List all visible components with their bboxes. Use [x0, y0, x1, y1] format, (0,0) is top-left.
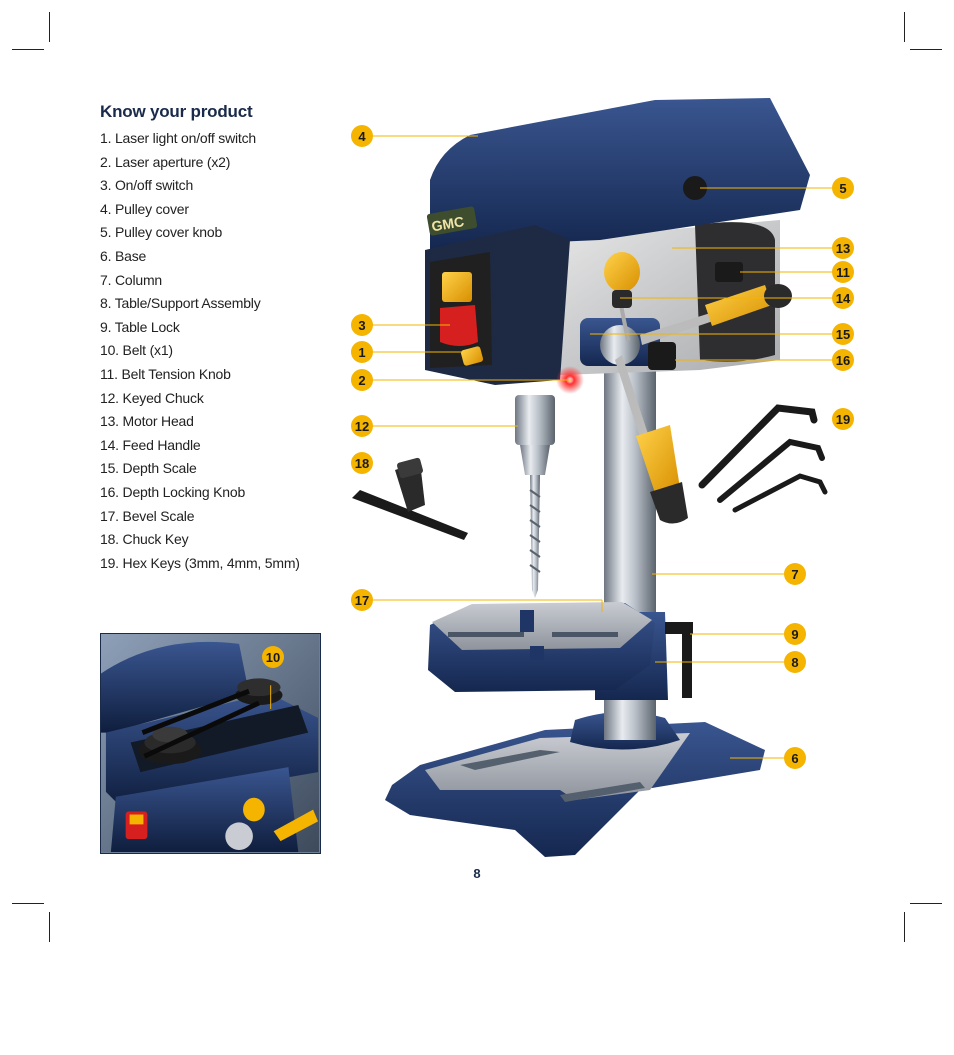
list-item: 15. Depth Scale [100, 460, 197, 477]
start-switch[interactable] [442, 272, 472, 302]
callout-4: 4 [351, 125, 373, 147]
list-item: 18. Chuck Key [100, 531, 189, 548]
brand-logo: GMC [430, 213, 465, 234]
callout-17: 17 [351, 589, 373, 611]
crop-mark [910, 903, 942, 904]
callout-10: 10 [262, 646, 284, 668]
crop-mark [49, 12, 50, 42]
belt-tension-knob[interactable] [715, 262, 743, 282]
belt-inset-photo: 10 [100, 633, 321, 854]
callout-16: 16 [832, 349, 854, 371]
callout-7: 7 [784, 563, 806, 585]
page-number: 8 [473, 866, 481, 881]
callout-8: 8 [784, 651, 806, 673]
list-item: 11. Belt Tension Knob [100, 365, 231, 382]
callout-1: 1 [351, 341, 373, 363]
callout-3: 3 [351, 314, 373, 336]
callout-14: 14 [832, 287, 854, 309]
list-item: 10. Belt (x1) [100, 342, 173, 359]
callout-11: 11 [832, 261, 854, 283]
list-item: 4. Pulley cover [100, 200, 189, 217]
callout-18: 18 [351, 452, 373, 474]
page-title: Know your product [100, 102, 253, 121]
feed-handle[interactable] [580, 252, 792, 524]
crop-mark [12, 49, 44, 50]
crop-mark [904, 12, 905, 42]
list-item: 14. Feed Handle [100, 436, 201, 453]
list-item: 2. Laser aperture (x2) [100, 153, 231, 170]
callout-13: 13 [832, 237, 854, 259]
list-item: 19. Hex Keys (3mm, 4mm, 5mm) [100, 554, 300, 571]
list-item: 9. Table Lock [100, 318, 180, 335]
list-item: 16. Depth Locking Knob [100, 483, 246, 500]
list-item: 7. Column [100, 271, 163, 288]
list-item: 3. On/off switch [100, 177, 194, 194]
callout-15: 15 [832, 323, 854, 345]
leader-lines [372, 135, 832, 759]
crop-mark [12, 903, 44, 904]
list-item: 6. Base [100, 247, 147, 264]
table-support-assembly [428, 602, 693, 700]
list-item: 17. Bevel Scale [100, 507, 195, 524]
callout-6: 6 [784, 747, 806, 769]
list-item: 8. Table/Support Assembly [100, 295, 261, 312]
stop-switch[interactable] [440, 305, 478, 346]
chuck-key [352, 457, 468, 540]
callout-19: 19 [832, 408, 854, 430]
crop-mark [910, 49, 942, 50]
laser-switch[interactable] [460, 346, 484, 367]
list-item: 1. Laser light on/off switch [100, 130, 257, 146]
crop-mark [904, 912, 905, 942]
keyed-chuck [515, 395, 555, 598]
callout-5: 5 [832, 177, 854, 199]
callout-2: 2 [351, 369, 373, 391]
parts-list: 1. Laser light on/off switch 2. Laser ap… [100, 127, 300, 575]
list-item: 13. Motor Head [100, 413, 194, 430]
base [385, 711, 765, 857]
callout-12: 12 [351, 415, 373, 437]
hex-keys [698, 404, 828, 513]
callout-9: 9 [784, 623, 806, 645]
pulley-cover-knob[interactable] [683, 176, 707, 200]
list-item: 12. Keyed Chuck [100, 389, 204, 406]
crop-mark [49, 912, 50, 942]
list-item: 5. Pulley cover knob [100, 224, 223, 241]
